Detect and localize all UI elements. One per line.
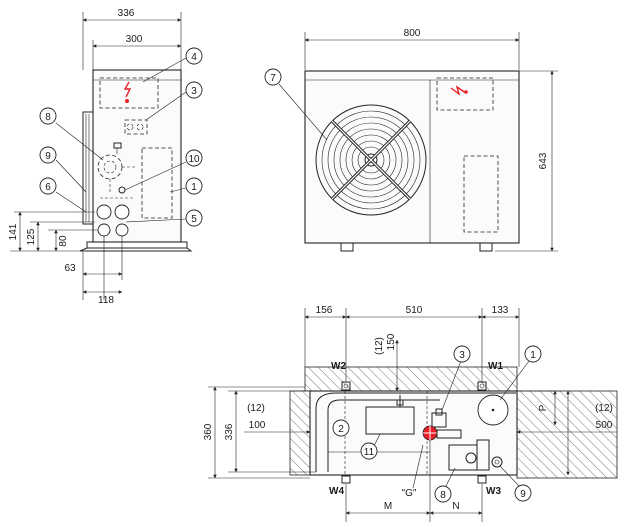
- side-view: 336 300: [8, 8, 203, 306]
- side-base-plate: [86, 241, 188, 249]
- side-pipe-connection-right: [114, 204, 130, 220]
- dim-side-height-80: 80: [58, 235, 69, 247]
- clearance-zone-left: [289, 390, 311, 476]
- side-drain-right: [115, 223, 129, 237]
- dim-side-height-125: 125: [26, 228, 37, 245]
- callout-plan-8: [434, 485, 452, 503]
- dim-plan-depth-outer: 360: [203, 423, 214, 440]
- svg-text:P: P: [538, 404, 549, 411]
- dim-plan-depth-inner: 336: [224, 423, 235, 440]
- dim-side-height-141: 141: [8, 223, 19, 240]
- dim-front-height: 643: [538, 152, 549, 169]
- callout-side-6: [39, 177, 57, 195]
- electrical-warning-icon: [123, 81, 132, 98]
- label-plan-g: "G": [402, 488, 417, 499]
- dim-plan-top-clear: 150: [386, 333, 397, 350]
- side-pipe-connection-left: [96, 204, 112, 220]
- svg-text:8: 8: [440, 490, 446, 501]
- svg-text:8: 8: [45, 112, 51, 123]
- front-foot-left: [340, 242, 354, 252]
- label-w4: W4: [329, 486, 344, 497]
- svg-text:10: 10: [188, 154, 200, 165]
- callout-plan-3: [453, 345, 471, 363]
- svg-text:4: 4: [191, 52, 197, 63]
- front-unit-body: [304, 70, 520, 244]
- callout-side-9: [39, 146, 57, 164]
- front-electrical-box: [436, 77, 494, 111]
- callout-plan-11: [360, 442, 378, 460]
- callout-plan-9: [514, 484, 532, 502]
- svg-text:6: 6: [45, 182, 51, 193]
- svg-text:3: 3: [459, 350, 465, 361]
- dim-front-width: 800: [404, 28, 421, 39]
- dim-side-width-inner: 300: [126, 34, 143, 45]
- plan-valve-3: [431, 412, 447, 428]
- dim-plan-middle: 510: [406, 305, 423, 316]
- side-coil-grille: [82, 111, 94, 225]
- front-foot-right: [479, 242, 493, 252]
- warning-dot-icon: [125, 99, 129, 103]
- label-w1: W1: [488, 361, 503, 372]
- dim-side-offset-63: 63: [64, 263, 76, 274]
- plan-foot-w4: [341, 475, 351, 484]
- front-electrical-warning-icon: [450, 85, 467, 96]
- dim-plan-left-paren: (12): [247, 403, 265, 414]
- side-component-3: [124, 119, 148, 135]
- dim-plan-top-paren: (12): [374, 337, 385, 355]
- dim-plan-right-clear: 500: [596, 420, 613, 431]
- fan-guard-icon: [315, 104, 427, 216]
- side-drain-left: [97, 223, 111, 237]
- callout-side-10: [185, 149, 203, 167]
- plan-part-9: [491, 456, 503, 468]
- callout-plan-2: [332, 419, 350, 437]
- callout-side-4: [185, 47, 203, 65]
- svg-text:11: 11: [364, 447, 375, 458]
- callout-side-1: [185, 177, 203, 195]
- side-electrical-box: [99, 77, 159, 109]
- dim-side-offset-118: 118: [98, 295, 114, 306]
- callout-front-7: [264, 68, 282, 86]
- callout-side-8: [39, 107, 57, 125]
- dim-plan-m: M: [384, 501, 392, 512]
- callout-side-5: [185, 209, 203, 227]
- plan-foot-w3: [477, 475, 487, 484]
- dim-plan-left-clear: 100: [249, 420, 266, 431]
- front-view: 800 643: [264, 28, 558, 252]
- svg-text:5: 5: [191, 214, 197, 225]
- dim-plan-n: N: [452, 501, 459, 512]
- svg-text:9: 9: [520, 489, 526, 500]
- side-component-1: [141, 147, 173, 219]
- dim-plan-right-paren: (12): [595, 403, 613, 414]
- front-internal-component: [463, 155, 499, 233]
- svg-text:7: 7: [270, 73, 276, 84]
- plan-view: W2 W1 W4 W3 156 510 133 (12) 150 360 336…: [203, 305, 618, 522]
- plan-component-11: [365, 406, 415, 435]
- label-w3: W3: [486, 486, 501, 497]
- callout-plan-1: [524, 345, 542, 363]
- dim-side-width-total: 336: [118, 8, 135, 19]
- dim-plan-right: 133: [492, 305, 509, 316]
- svg-text:2: 2: [338, 424, 344, 435]
- svg-text:1: 1: [530, 350, 536, 361]
- dim-plan-left: 156: [316, 305, 333, 316]
- svg-text:1: 1: [191, 182, 197, 193]
- svg-text:9: 9: [45, 151, 51, 162]
- label-w2: W2: [331, 361, 346, 372]
- svg-text:3: 3: [191, 86, 197, 97]
- callout-side-3: [185, 81, 203, 99]
